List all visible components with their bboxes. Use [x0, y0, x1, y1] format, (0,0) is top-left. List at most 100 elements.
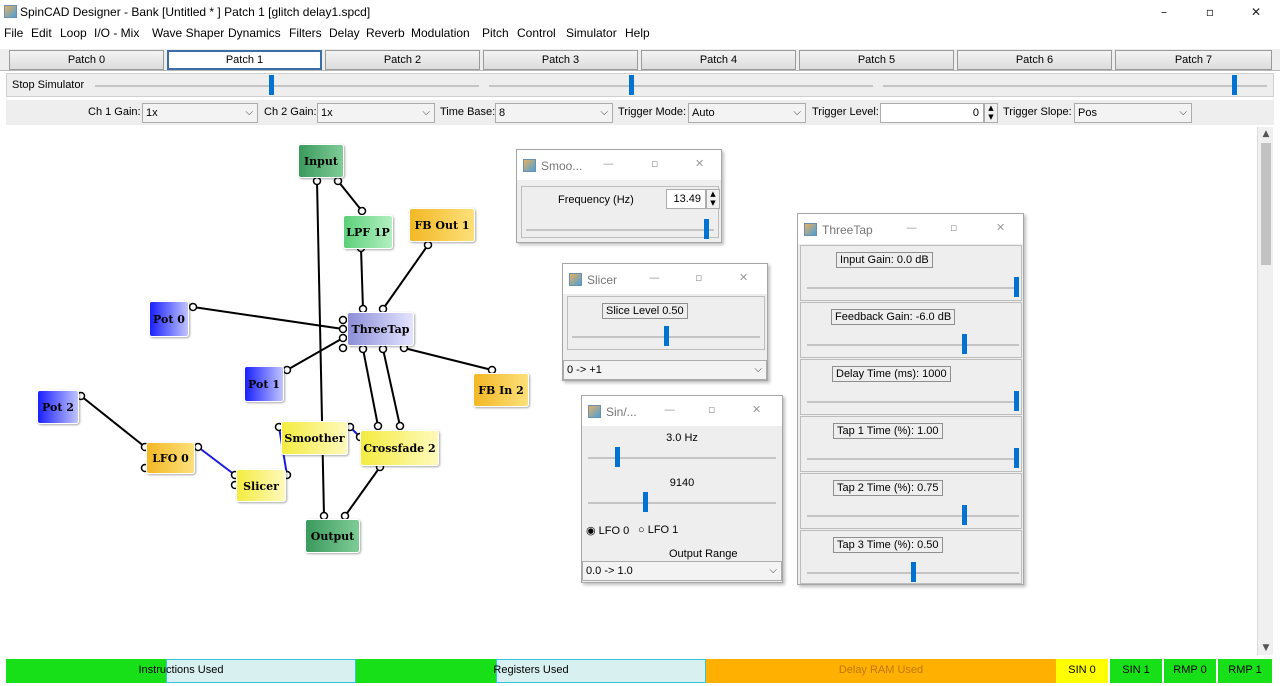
smoother-freq-slider[interactable] [703, 219, 709, 239]
menu-edit[interactable]: Edit [31, 26, 52, 40]
block-smoother[interactable]: Smoother [281, 421, 348, 455]
menu-dynamics[interactable]: Dynamics [228, 26, 281, 40]
tab-patch-0[interactable]: Patch 0 [9, 50, 164, 70]
scroll-down-icon[interactable]: ▼ [1262, 643, 1270, 653]
param-tap-1-time: Tap 1 Time (%): 1.00 [800, 416, 1022, 472]
restore-icon[interactable]: ▫ [651, 157, 659, 170]
ch2-gain-select[interactable]: 1x⌵ [317, 103, 435, 123]
block-fb-in-2[interactable]: FB In 2 [473, 373, 529, 407]
block-lfo-0[interactable]: LFO 0 [146, 442, 195, 474]
sim-slider-3[interactable] [1231, 75, 1237, 95]
minimize-icon[interactable]: — [664, 403, 675, 416]
minimize-icon[interactable]: — [603, 157, 614, 170]
scroll-up-icon[interactable]: ▲ [1262, 129, 1270, 139]
menu-simulator[interactable]: Simulator [566, 26, 617, 40]
close-icon[interactable]: ✕ [996, 221, 1006, 234]
minimize-icon[interactable]: – [1161, 5, 1167, 19]
instructions-used-bar: Instructions Used [6, 659, 356, 683]
sin-1-status: SIN 1 [1110, 659, 1162, 683]
menu-loop[interactable]: Loop [60, 26, 87, 40]
restore-icon[interactable]: ▫ [708, 403, 716, 416]
close-icon[interactable]: ✕ [752, 403, 762, 416]
menu-help[interactable]: Help [625, 26, 650, 40]
sim-slider-1[interactable] [269, 75, 275, 95]
tab-patch-3[interactable]: Patch 3 [483, 50, 638, 70]
menu-modulation[interactable]: Modulation [411, 26, 470, 40]
sin-freq-slider[interactable] [615, 447, 621, 467]
input-gain-slider[interactable] [1014, 277, 1019, 297]
block-output[interactable]: Output [305, 519, 360, 553]
time-base-select[interactable]: 8⌵ [495, 103, 613, 123]
block-slicer[interactable]: Slicer [236, 469, 286, 502]
registers-used-bar: Registers Used [356, 659, 706, 683]
restore-icon[interactable]: ▫ [695, 271, 703, 284]
block-fb-out-1[interactable]: FB Out 1 [409, 208, 475, 242]
menu-delay[interactable]: Delay [329, 26, 360, 40]
trigger-mode-select[interactable]: Auto⌵ [688, 103, 806, 123]
chevron-down-icon: ⌵ [245, 107, 253, 118]
radio-lfo-1[interactable]: ○ LFO 1 [638, 524, 679, 536]
param-feedback-gain: Feedback Gain: -6.0 dB [800, 302, 1022, 358]
minimize-icon[interactable]: — [906, 221, 917, 234]
minimize-icon[interactable]: — [649, 271, 660, 284]
delay-time-slider[interactable] [1014, 391, 1019, 411]
block-input[interactable]: Input [298, 144, 344, 178]
restore-icon[interactable]: ▫ [1205, 5, 1215, 19]
block-three-tap[interactable]: ThreeTap [347, 312, 414, 346]
canvas-scrollbar[interactable]: ▲ ▼ [1257, 127, 1273, 655]
block-pot-1[interactable]: Pot 1 [244, 366, 284, 402]
block-crossfade-2[interactable]: Crossfade 2 [360, 430, 439, 466]
menu-filters[interactable]: Filters [289, 26, 322, 40]
smoother-window: Smoo... — ▫ ✕ Frequency (Hz) 13.49 ▲▼ [516, 149, 722, 243]
trigger-slope-select[interactable]: Pos⌵ [1074, 103, 1192, 123]
instructions-empty [166, 659, 356, 683]
smoother-titlebar: Smoo... — ▫ ✕ [517, 150, 721, 180]
registers-empty [496, 659, 706, 683]
tap-1-time-slider[interactable] [1014, 448, 1019, 468]
sin-width-slider[interactable] [642, 492, 648, 512]
radio-lfo-0-label: LFO 0 [598, 525, 630, 537]
sim-slider-2-track [489, 85, 873, 87]
block-pot-2[interactable]: Pot 2 [37, 390, 79, 424]
param-label: Tap 2 Time (%): 0.75 [833, 480, 943, 496]
slicer-range-value: 0 -> +1 [567, 364, 602, 376]
slicer-range-select[interactable]: 0 -> +1⌵ [563, 360, 767, 380]
trigger-level-field[interactable]: 0 [880, 103, 984, 123]
smoother-freq-field[interactable]: 13.49 [666, 189, 706, 209]
close-icon[interactable]: ✕ [739, 271, 749, 284]
menu-wave-shaper[interactable]: Wave Shaper [152, 26, 225, 40]
param-delay-time: Delay Time (ms): 1000 [800, 359, 1022, 415]
sin-width-label: 9140 [669, 477, 695, 489]
ch1-gain-select[interactable]: 1x⌵ [142, 103, 258, 123]
block-pot-0[interactable]: Pot 0 [149, 301, 189, 337]
smoother-freq-spinner[interactable]: ▲▼ [706, 189, 720, 209]
radio-lfo-0[interactable]: ◉ LFO 0 [586, 525, 630, 537]
menu-file[interactable]: File [4, 26, 24, 40]
menu-pitch[interactable]: Pitch [482, 26, 509, 40]
slicer-level-slider[interactable] [663, 326, 669, 346]
menu-reverb[interactable]: Reverb [366, 26, 405, 40]
block-lpf-1p[interactable]: LPF 1P [343, 215, 393, 249]
instructions-used-label: Instructions Used [138, 664, 224, 676]
close-icon[interactable]: ✕ [1250, 5, 1262, 19]
tap-3-time-slider[interactable] [910, 562, 916, 582]
smoother-freq-label: Frequency (Hz) [558, 194, 634, 206]
menu-io-mix[interactable]: I/O - Mix [94, 26, 140, 40]
stop-simulator-button[interactable]: Stop Simulator [12, 79, 85, 91]
tab-patch-7[interactable]: Patch 7 [1115, 50, 1272, 70]
trigger-level-spinner[interactable]: ▲▼ [984, 103, 998, 123]
menu-control[interactable]: Control [517, 26, 556, 40]
tab-patch-6[interactable]: Patch 6 [957, 50, 1112, 70]
tab-patch-1[interactable]: Patch 1 [167, 50, 322, 70]
sim-slider-2[interactable] [629, 75, 635, 95]
scrollbar-thumb[interactable] [1261, 143, 1271, 265]
tap-2-time-slider[interactable] [962, 505, 968, 525]
feedback-gain-slider[interactable] [962, 334, 968, 354]
close-icon[interactable]: ✕ [695, 157, 705, 170]
restore-icon[interactable]: ▫ [950, 221, 958, 234]
sin-output-range-select[interactable]: 0.0 -> 1.0⌵ [582, 561, 782, 581]
tab-patch-2[interactable]: Patch 2 [325, 50, 480, 70]
tab-patch-5[interactable]: Patch 5 [799, 50, 954, 70]
registers-used-label: Registers Used [493, 664, 569, 676]
tab-patch-4[interactable]: Patch 4 [641, 50, 796, 70]
